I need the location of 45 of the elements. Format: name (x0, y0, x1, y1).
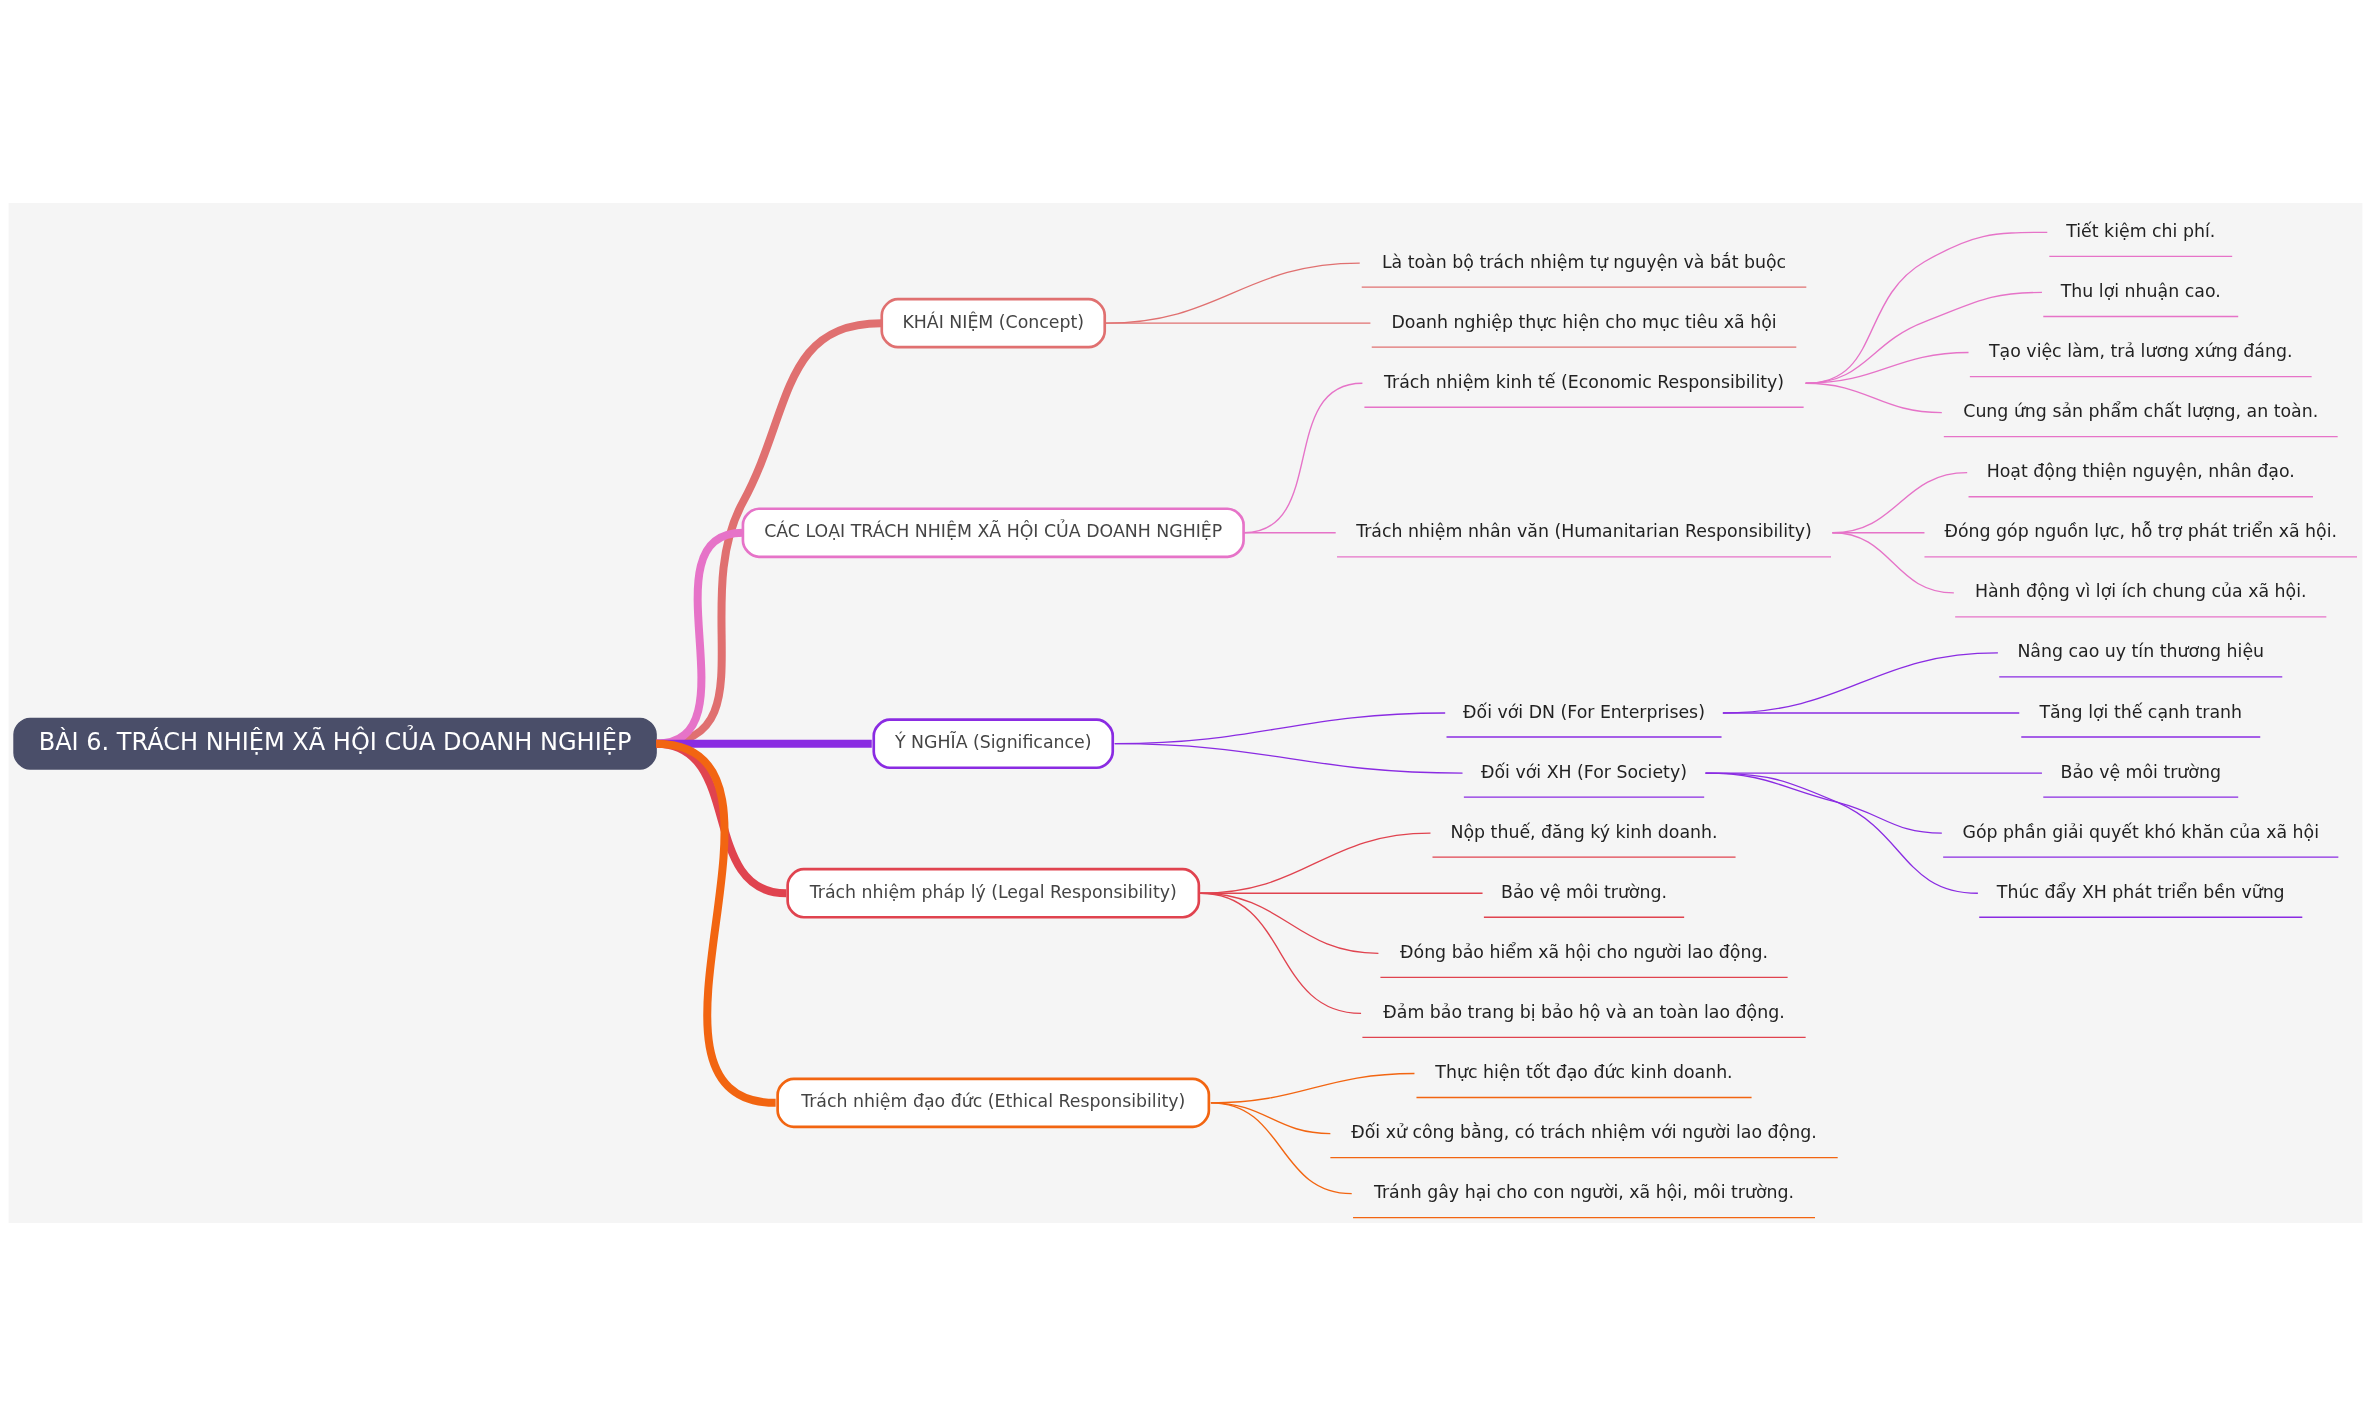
node-text: Thực hiện tốt đạo đức kinh doanh. (1435, 1061, 1733, 1082)
connector (1804, 231, 2048, 384)
node-text: Góp phần giải quyết khó khăn của xã hội (1962, 821, 2320, 842)
node-text: Thúc đẩy XH phát triển bền vững (1996, 881, 2285, 902)
node-box: Trách nhiệm pháp lý (Legal Responsibility) (786, 867, 1201, 919)
node-text: Đóng góp nguồn lực, hỗ trợ phát triển xã hội. (1944, 520, 2338, 541)
node-box: BÀI 6. TRÁCH NHIỆM XÃ HỘI CỦA DOANH NGHIỆP (13, 717, 657, 770)
node-text: Đóng bảo hiểm xã hội cho người lao động. (1400, 941, 1768, 962)
node-box: CÁC LOẠI TRÁCH NHIỆM XÃ HỘI CỦA DOANH NGHIỆP (741, 506, 1245, 558)
node-text: Đối xử công bằng, có trách nhiệm với người lao động. (1351, 1121, 1817, 1142)
connector (1242, 531, 1337, 533)
node-text: Bảo vệ môi trường (2060, 761, 2221, 782)
connector (1804, 291, 2043, 384)
connector (1199, 892, 1362, 1014)
node-text: Tăng lợi thế cạnh tranh (2039, 701, 2243, 722)
node-text: Hành động vì lợi ích chung của xã hội. (1974, 580, 2307, 601)
node-text: Trách nhiệm nhân văn (Humanitarian Responsibility) (1356, 520, 1812, 541)
node-text: Là toàn bộ trách nhiệm tự nguyện và bắt buộc (1381, 251, 1787, 272)
connector (655, 739, 777, 1107)
node-text: Thu lợi nhuận cao. (2060, 280, 2221, 301)
node-text: Cung ứng sản phẩm chất lượng, an toàn. (1963, 400, 2319, 421)
node-text: Nâng cao uy tín thương hiệu (2017, 640, 2265, 661)
connector (1804, 382, 1943, 413)
node-box: Ý NGHĨA (Significance) (872, 717, 1115, 769)
node-text: Hoạt động thiện nguyện, nhân đạo. (1986, 460, 2295, 481)
node-text: Nộp thuế, đăng ký kinh doanh. (1450, 821, 1718, 842)
connector (1210, 1101, 1353, 1194)
connector (1104, 322, 1372, 324)
connector (1831, 531, 1955, 593)
connector (1114, 742, 1464, 774)
node-text: Tiết kiệm chi phí. (2066, 220, 2216, 241)
node-text: Đối với DN (For Enterprises) (1463, 701, 1705, 722)
node-text: Đối với XH (For Society) (1481, 761, 1687, 782)
node-text: Tạo việc làm, trả lương xứng đáng. (1989, 340, 2293, 361)
node-box: Trách nhiệm đạo đức (Ethical Responsibility) (776, 1076, 1211, 1128)
connector (1242, 382, 1364, 533)
node-text: Tránh gây hại cho con người, xã hội, môi trường. (1373, 1181, 1795, 1202)
node-text: Trách nhiệm kinh tế (Economic Responsibility) (1383, 371, 1785, 392)
connector (1199, 832, 1432, 894)
node-text: Đảm bảo trang bị bảo hộ và an toàn lao động. (1383, 1001, 1785, 1022)
node-box: KHÁI NIỆM (Concept) (880, 297, 1107, 349)
connector (1704, 771, 1979, 894)
connector (1722, 711, 2020, 714)
node-text: Bảo vệ môi trường. (1501, 881, 1668, 902)
node-text: Doanh nghiệp thực hiện cho mục tiêu xã hội (1391, 311, 1777, 332)
